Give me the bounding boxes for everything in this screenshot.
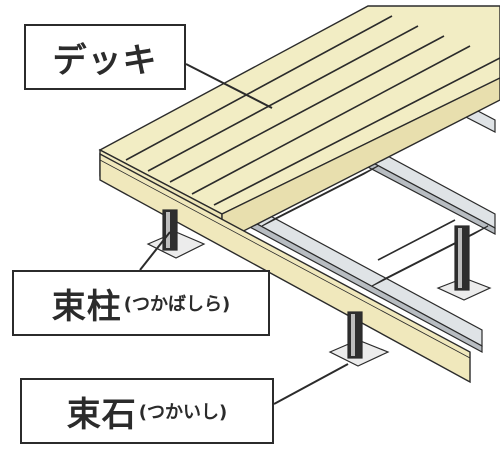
leader-lines [139,63,349,405]
label-stone-reading: (つかいし) [138,402,228,423]
leader-post [139,231,171,271]
label-deck: デッキ [24,24,186,90]
label-stone: 束石 (つかいし) [20,378,274,444]
label-post: 束柱 (つかばしら) [12,270,270,336]
post-group-front [146,209,492,367]
leader-deck [185,63,273,109]
steel-crossbeam-2 [371,225,489,287]
ground-line [377,219,456,261]
label-stone-text: 束石 [66,394,137,435]
steel-crossbeam-1 [261,165,379,227]
deck-fascia [99,152,471,384]
label-post-reading: (つかばしら) [123,294,231,315]
leader-stone [273,363,349,405]
deck-board-seams [125,15,500,206]
label-post-text: 束柱 [51,286,122,327]
deck [98,5,500,384]
label-deck-text: デッキ [52,40,158,81]
